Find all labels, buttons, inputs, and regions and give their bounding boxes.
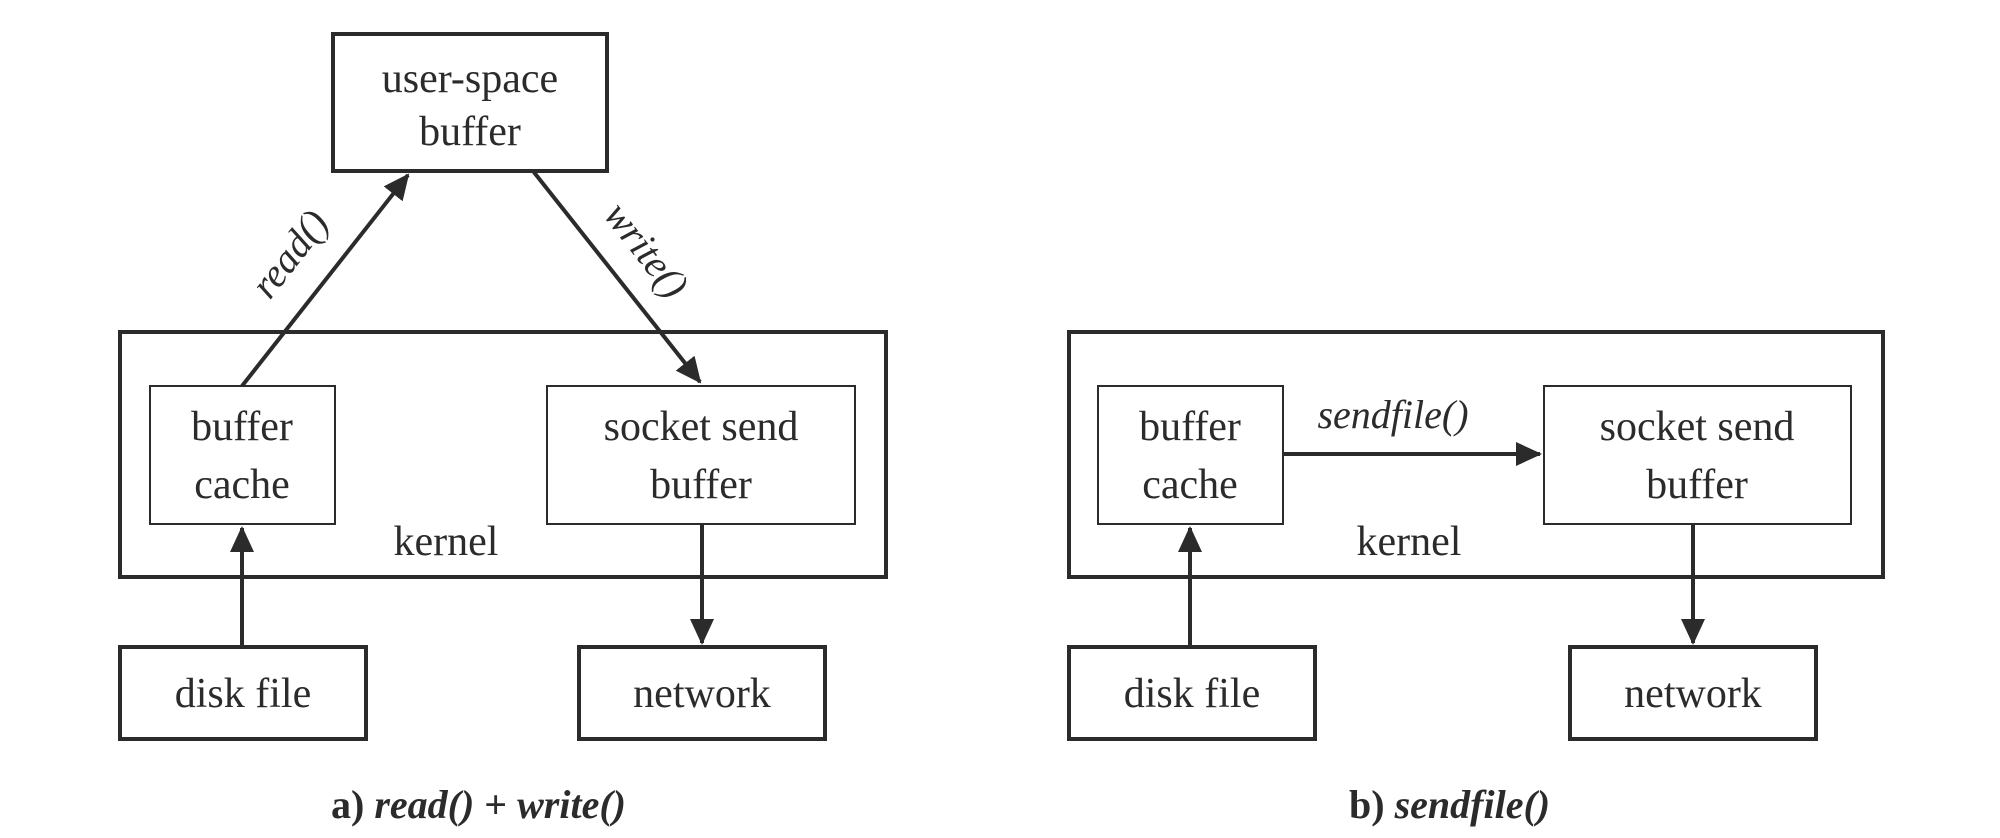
caption-b: b) sendfile() bbox=[1349, 782, 1550, 827]
socket-send-buffer-line1-a: socket send bbox=[604, 404, 799, 450]
caption-a-prefix: a) bbox=[331, 782, 374, 827]
buffer-cache-line1-b: buffer bbox=[1139, 404, 1241, 450]
socket-send-buffer-line1-b: socket send bbox=[1600, 404, 1795, 450]
caption-a-read: read() bbox=[374, 782, 474, 827]
kernel-box-a: kernel bbox=[118, 330, 888, 579]
read-arrow bbox=[240, 173, 410, 388]
disk-file-box-a: disk file bbox=[118, 645, 368, 741]
network-box-a: network bbox=[577, 645, 827, 741]
write-label: write() bbox=[595, 193, 697, 306]
buffer-cache-line2-b: cache bbox=[1142, 462, 1238, 508]
caption-b-prefix: b) bbox=[1349, 782, 1395, 827]
buffer-cache-box-b: buffer cache bbox=[1097, 385, 1284, 525]
caption-a-write: write() bbox=[517, 782, 626, 827]
caption-b-sendfile: sendfile() bbox=[1394, 782, 1551, 827]
disk-file-label-b: disk file bbox=[1124, 671, 1260, 717]
disk-file-label-a: disk file bbox=[175, 671, 311, 717]
sendfile-label: sendfile() bbox=[1317, 392, 1468, 437]
kernel-label-b: kernel bbox=[1357, 519, 1462, 565]
kernel-label-a: kernel bbox=[394, 519, 499, 565]
read-label: read() bbox=[241, 201, 337, 306]
buffer-cache-line2-a: cache bbox=[194, 462, 290, 508]
socket-send-buffer-line2-a: buffer bbox=[650, 462, 752, 508]
buffer-cache-box-a: buffer cache bbox=[149, 385, 336, 525]
socket-send-buffer-box-b: socket send buffer bbox=[1543, 385, 1852, 525]
network-label-b: network bbox=[1624, 671, 1762, 717]
user-space-buffer-line2: buffer bbox=[419, 109, 521, 155]
disk-file-box-b: disk file bbox=[1067, 645, 1317, 741]
buffer-cache-line1-a: buffer bbox=[191, 404, 293, 450]
write-arrow bbox=[531, 169, 702, 384]
panel-b: kernel buffer cache socket send buffer d… bbox=[1067, 330, 1885, 827]
caption-a-plus: + bbox=[474, 782, 517, 827]
network-label-a: network bbox=[633, 671, 771, 717]
panel-a: user-space buffer kernel buffer cache so… bbox=[118, 32, 888, 827]
network-box-b: network bbox=[1568, 645, 1818, 741]
user-space-buffer-box: user-space buffer bbox=[331, 32, 609, 173]
caption-a: a) read() + write() bbox=[331, 782, 626, 827]
socket-send-buffer-box-a: socket send buffer bbox=[546, 385, 856, 525]
socket-send-buffer-line2-b: buffer bbox=[1646, 462, 1748, 508]
user-space-buffer-line1: user-space bbox=[382, 56, 558, 102]
kernel-box-b: kernel bbox=[1067, 330, 1885, 579]
